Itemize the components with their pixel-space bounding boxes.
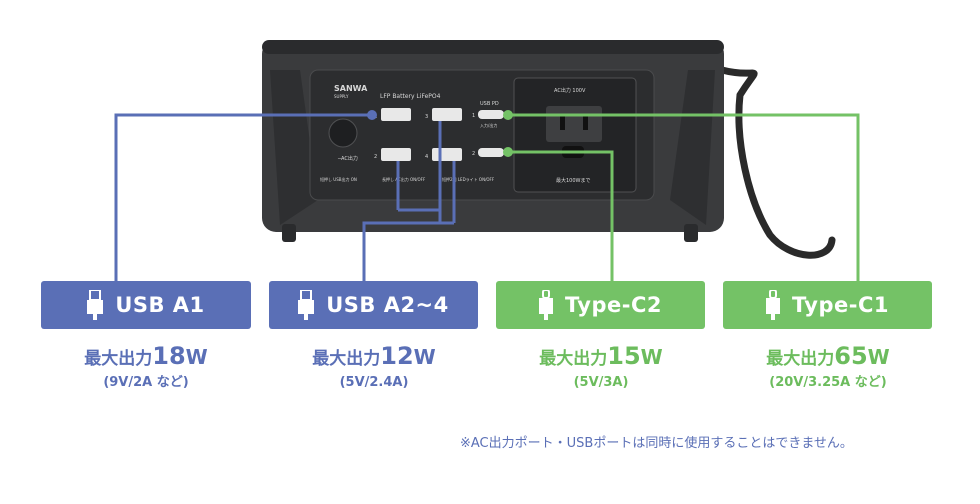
output-max: 最大出力15W xyxy=(539,342,663,370)
bottom-label-3: 短押2回 LEDライト ON/OFF xyxy=(442,176,495,182)
output-spec-usb-a2-4: 最大出力12W (5V/2.4A) xyxy=(269,344,479,393)
output-detail: (5V/2.4A) xyxy=(339,375,409,390)
line-type-c1 xyxy=(508,113,860,281)
brand-logo-sub: SUPPLY xyxy=(334,94,349,99)
output-spec-usb-a1: 最大出力18W (9V/2A など) xyxy=(41,344,251,393)
ac-bottom-label: 最大100Wまで xyxy=(556,177,591,184)
usb-c-plug-icon xyxy=(765,290,780,320)
port-name-type-c1: Type-C1 xyxy=(791,293,890,317)
line-usb-a1 xyxy=(114,113,372,281)
usb-pd-sub-label: 入力/出力 xyxy=(480,122,497,128)
bottom-label-1: 短押し USB出力 ON xyxy=(320,176,357,182)
output-spec-type-c2: 最大出力15W (5V/3A) xyxy=(496,344,706,393)
dot-type-c2 xyxy=(503,147,513,157)
usb-a-port-3 xyxy=(432,108,462,121)
left-foot xyxy=(282,224,296,242)
output-detail: (5V/3A) xyxy=(573,375,629,390)
right-side-bracket xyxy=(670,70,715,225)
port-num-3: 3 xyxy=(425,114,428,120)
port-name-type-c2: Type-C2 xyxy=(564,293,663,317)
bottom-label-2: 長押し AC出力 ON/OFF xyxy=(382,176,426,182)
usb-a-port-2 xyxy=(381,148,411,161)
ac-outlet-slot-right xyxy=(583,114,588,130)
dot-usb-a1 xyxy=(367,110,377,120)
ac-top-label: AC出力 100V xyxy=(554,87,586,94)
usb-c-port-2 xyxy=(478,148,504,157)
port-num-4: 4 xyxy=(425,154,428,160)
line-usb-a2-4 xyxy=(362,221,454,281)
left-side-bracket xyxy=(270,70,318,225)
port-card-type-c1: Type-C1 xyxy=(723,281,932,329)
pd-num-1: 1 xyxy=(472,113,475,119)
port-card-type-c2: Type-C2 xyxy=(496,281,705,329)
output-detail: (9V/2A など) xyxy=(103,375,189,390)
footnote: ※AC出力ポート・USBポートは同時に使用することはできません。 xyxy=(460,436,853,451)
output-max: 最大出力18W xyxy=(84,342,208,370)
line-type-c2 xyxy=(508,150,614,281)
ac-outlet-slot-left xyxy=(560,114,565,130)
port-card-usb-a1: USB A1 xyxy=(41,281,251,329)
usb-a-port-4 xyxy=(432,148,462,161)
right-foot xyxy=(684,224,698,242)
power-button xyxy=(328,118,358,148)
port-name-usb-a2-4: USB A2~4 xyxy=(326,293,449,317)
output-spec-type-c1: 最大出力65W (20V/3.25A など) xyxy=(723,344,933,393)
usb-pd-label: USB PD xyxy=(480,101,499,107)
usb-c-plug-icon xyxy=(538,290,553,320)
battery-label: LFP Battery LiFePO4 xyxy=(380,93,441,100)
brand-logo: SANWA xyxy=(334,84,368,93)
port-num-2: 2 xyxy=(374,154,377,160)
usb-a-plug-icon xyxy=(87,290,104,320)
output-max: 最大出力12W xyxy=(312,342,436,370)
device-top-edge xyxy=(262,40,724,54)
port-card-usb-a2-4: USB A2~4 xyxy=(269,281,478,329)
usb-a-port-1 xyxy=(381,108,411,121)
ac-power-label: ─AC出力 xyxy=(337,155,358,162)
usb-a-plug-icon xyxy=(298,290,315,320)
carry-strap xyxy=(718,66,836,259)
output-max: 最大出力65W xyxy=(766,342,890,370)
ac-outlet xyxy=(546,106,602,142)
output-detail: (20V/3.25A など) xyxy=(769,375,887,390)
port-name-usb-a1: USB A1 xyxy=(115,293,205,317)
dot-type-c1 xyxy=(503,110,513,120)
pd-num-2: 2 xyxy=(472,151,475,157)
usb-c-port-1 xyxy=(478,110,504,119)
